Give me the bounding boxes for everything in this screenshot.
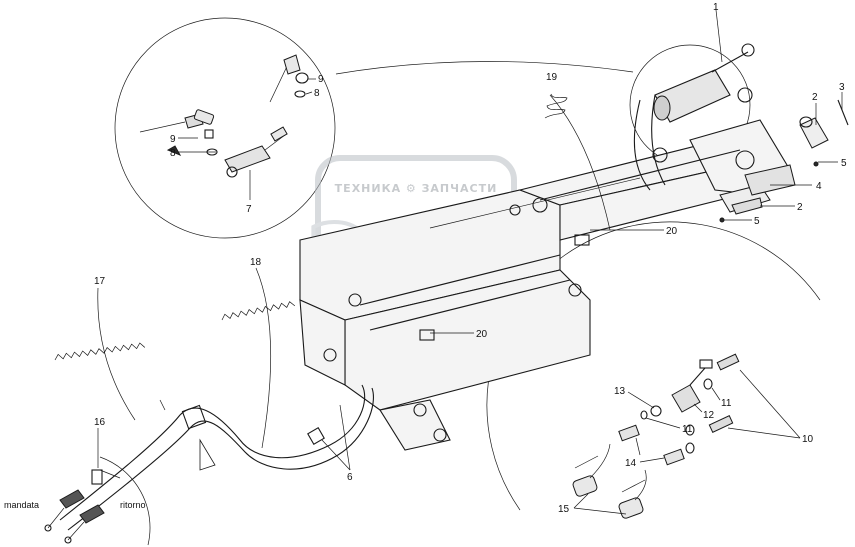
- clip-20-upper: [574, 234, 590, 246]
- callout-2-upper: 2: [812, 92, 818, 103]
- spring-17: [54, 342, 146, 361]
- callout-17: 17: [94, 276, 106, 287]
- callout-18: 18: [250, 257, 262, 268]
- boom-frame: [299, 87, 791, 451]
- hydraulic-hoses: [59, 384, 374, 531]
- detail-fittings: [139, 54, 309, 178]
- clip-20-lower: [419, 329, 435, 341]
- hydraulic-cylinder: [653, 43, 755, 123]
- label-supply-hose: mandata: [4, 500, 39, 510]
- callout-14: 14: [625, 458, 637, 469]
- callout-19: 19: [546, 72, 558, 83]
- callout-3: 3: [839, 82, 845, 93]
- callout-6: 6: [347, 472, 353, 483]
- callout-11-left: 11: [682, 424, 693, 435]
- callout-12: 12: [703, 410, 715, 421]
- spring-19: [544, 93, 568, 119]
- callout-5-upper: 5: [841, 158, 847, 169]
- leader-lines: [97, 9, 843, 515]
- leader-arc-top: [335, 61, 634, 75]
- pins-and-bushings: [719, 99, 849, 223]
- callout-13: 13: [614, 386, 626, 397]
- callout-4: 4: [816, 181, 822, 192]
- callout-8-lower: 8: [170, 148, 176, 159]
- callout-20-lower: 20: [476, 329, 488, 340]
- callout-20-upper: 20: [666, 226, 678, 237]
- callout-5-lower: 5: [754, 216, 760, 227]
- detail-arc-couplings: [486, 221, 821, 511]
- callout-1: 1: [713, 2, 719, 13]
- detail-circle-fittings: [114, 17, 336, 239]
- callout-9-upper: 9: [318, 74, 324, 85]
- spring-18: [221, 301, 296, 321]
- quick-couplings: [572, 353, 740, 519]
- callout-labels: 1 2 2 3 4 5 5 6 7 8 8 9 9 10 11 11 12 13…: [94, 2, 847, 515]
- detail-arc-hoses: [99, 456, 151, 546]
- callout-9-lower: 9: [170, 134, 176, 145]
- callout-2-lower: 2: [797, 202, 803, 213]
- label-return-hose: ritorno: [120, 500, 146, 510]
- callout-11-right: 11: [721, 398, 732, 409]
- hose-ends: [44, 469, 105, 544]
- watermark-text: ТЕХНИКА ⚙ ЗАПЧАСТИ: [335, 182, 498, 195]
- callout-7: 7: [246, 204, 252, 215]
- callout-8-upper: 8: [314, 88, 320, 99]
- callout-15: 15: [558, 504, 570, 515]
- callout-16: 16: [94, 417, 106, 428]
- callout-10: 10: [802, 434, 814, 445]
